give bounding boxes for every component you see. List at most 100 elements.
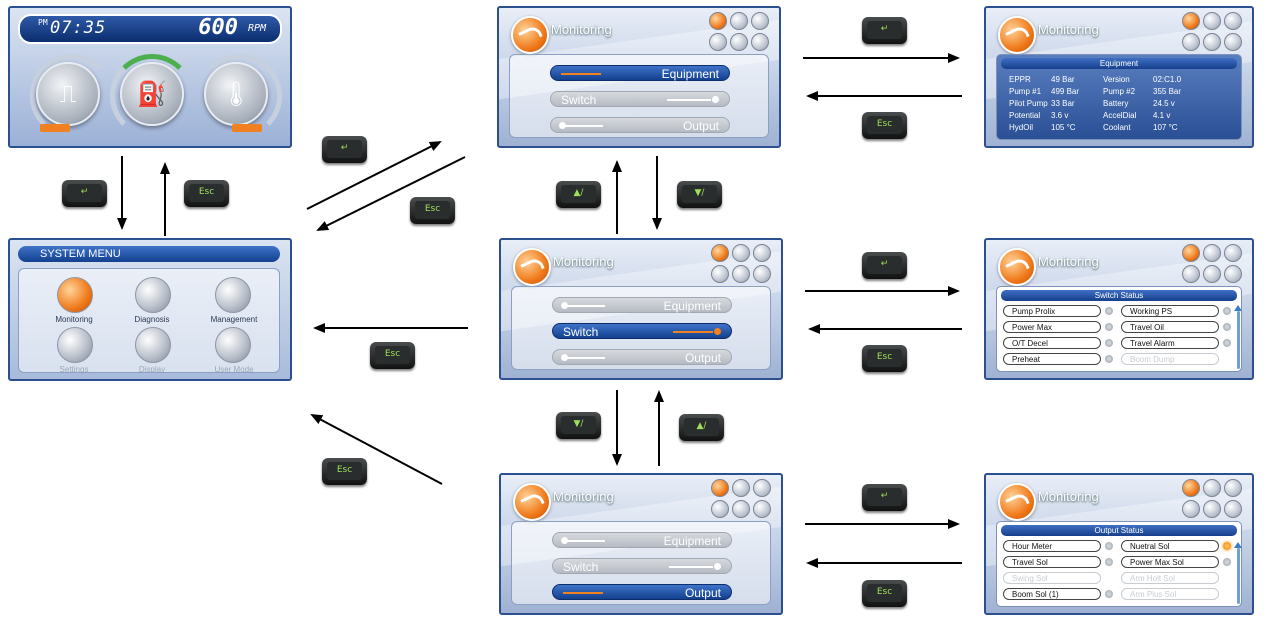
monitoring-menu: Equipment Switch Output [509, 54, 769, 138]
menu-option-equipment[interactable]: Equipment [552, 297, 732, 313]
menu-label-display: Display [138, 365, 166, 374]
down-key-icon[interactable]: ▼/ [556, 412, 601, 439]
monitoring-output-screen: Monitoring Equipment Switch Output [499, 473, 783, 615]
output-item: Hour Meter [1003, 540, 1101, 552]
menu-option-switch[interactable]: Switch [550, 91, 730, 107]
status-led-icon [1105, 339, 1113, 347]
output-status-screen: Monitoring Output Status Hour Meter Nuet… [984, 473, 1254, 615]
screen-title: Monitoring [1038, 22, 1099, 37]
switch-item: Boom Dump [1121, 353, 1219, 365]
arrow-menu-to-monitoring [306, 141, 442, 210]
esc-key-icon[interactable]: Esc [184, 180, 229, 207]
monitoring-logo-icon [511, 16, 549, 54]
switch-status-header: Switch Status [1001, 290, 1237, 301]
screen-title: Monitoring [1038, 254, 1099, 269]
enter-key-icon[interactable]: ↵ [862, 484, 907, 511]
monitoring-switch-screen: Monitoring Equipment Switch Output [499, 238, 783, 380]
esc-key-icon[interactable]: Esc [370, 342, 415, 369]
engine-rpm: 600 [198, 15, 238, 40]
switch-status-screen: Monitoring Switch Status Pump Prolix Wor… [984, 238, 1254, 380]
status-led-icon [1105, 542, 1113, 550]
mode-indicators [711, 244, 773, 286]
output-item: Arm Holt Sol [1121, 572, 1219, 584]
menu-option-switch[interactable]: Switch [552, 323, 732, 339]
user-mode-icon[interactable] [215, 327, 251, 363]
monitoring-logo-icon [513, 248, 551, 286]
up-key-icon[interactable]: ▲/ [679, 414, 724, 441]
mode-indicators [1182, 479, 1244, 521]
up-key-icon[interactable]: ▲/ [556, 181, 601, 208]
enter-key-icon[interactable]: ↵ [862, 252, 907, 279]
arrow-output-to-menu [310, 414, 443, 485]
scrollbar[interactable] [1234, 305, 1242, 369]
status-led-icon [1105, 323, 1113, 331]
menu-label-monitoring: Monitoring [55, 315, 93, 324]
hyd-oil-gauge-ring [198, 54, 282, 138]
monitoring-icon[interactable] [57, 277, 93, 313]
enter-key-icon[interactable]: ↵ [62, 180, 107, 207]
management-icon[interactable] [215, 277, 251, 313]
monitoring-equipment-screen: Monitoring Equipment Switch Output [497, 6, 781, 148]
scrollbar[interactable] [1234, 542, 1242, 604]
esc-key-icon[interactable]: Esc [410, 197, 455, 224]
down-key-icon[interactable]: ▼/ [677, 181, 722, 208]
switch-item: Preheat [1003, 353, 1101, 365]
clock-time: 07:35 [50, 18, 107, 38]
fuel-gauge-ring [110, 54, 194, 138]
home-screen: PM 07:35 600 RPM ⎍ ⛽ 🌡 [8, 6, 292, 148]
menu-label-user-mode: User Mode [214, 365, 254, 374]
switch-item: Travel Oil [1121, 321, 1219, 333]
mode-indicators [1182, 12, 1244, 54]
arrow-monitoring-to-menu [316, 156, 466, 231]
screen-title: Monitoring [551, 22, 612, 37]
menu-option-output[interactable]: Output [550, 117, 730, 133]
settings-icon[interactable] [57, 327, 93, 363]
status-led-icon [1105, 355, 1113, 363]
monitoring-logo-icon [513, 483, 551, 521]
fuel-gauge-icon: ⛽ [120, 62, 184, 126]
status-led-icon [1223, 558, 1231, 566]
rpm-unit: RPM [247, 23, 266, 34]
screen-title: Monitoring [1038, 489, 1099, 504]
menu-option-equipment[interactable]: Equipment [550, 65, 730, 81]
monitoring-logo-icon [998, 248, 1036, 286]
menu-option-output[interactable]: Output [552, 584, 732, 600]
switch-status-list: Switch Status Pump Prolix Working PS Pow… [996, 286, 1242, 372]
output-item: Travel Sol [1003, 556, 1101, 568]
equipment-header: Equipment [1001, 58, 1237, 69]
switch-item: Pump Prolix [1003, 305, 1101, 317]
status-led-icon [1105, 558, 1113, 566]
menu-option-equipment[interactable]: Equipment [552, 532, 732, 548]
output-item: Arm Plus Sol [1121, 588, 1219, 600]
status-lcd: PM 07:35 600 RPM [18, 14, 282, 44]
esc-key-icon[interactable]: Esc [862, 112, 907, 139]
monitoring-logo-icon [998, 483, 1036, 521]
esc-key-icon[interactable]: Esc [322, 458, 367, 485]
monitoring-menu: Equipment Switch Output [511, 286, 771, 370]
output-item: Swing Sol [1003, 572, 1101, 584]
mode-indicators [711, 479, 773, 521]
mode-indicators [1182, 244, 1244, 286]
enter-key-icon[interactable]: ↵ [862, 17, 907, 44]
status-led-icon [1105, 590, 1113, 598]
menu-option-switch[interactable]: Switch [552, 558, 732, 574]
esc-key-icon[interactable]: Esc [862, 580, 907, 607]
am-pm-label: PM [38, 18, 48, 27]
system-menu-title: SYSTEM MENU [18, 246, 280, 262]
monitoring-menu: Equipment Switch Output [511, 521, 771, 605]
diagnosis-icon[interactable] [135, 277, 171, 313]
coolant-temp-gauge-icon: ⎍ [36, 62, 100, 126]
output-item: Boom Sol (1) [1003, 588, 1101, 600]
esc-key-icon[interactable]: Esc [862, 345, 907, 372]
display-icon[interactable] [135, 327, 171, 363]
enter-key-icon[interactable]: ↵ [322, 136, 367, 163]
monitoring-logo-icon [998, 16, 1036, 54]
menu-option-output[interactable]: Output [552, 349, 732, 365]
menu-label-settings: Settings [59, 365, 89, 374]
